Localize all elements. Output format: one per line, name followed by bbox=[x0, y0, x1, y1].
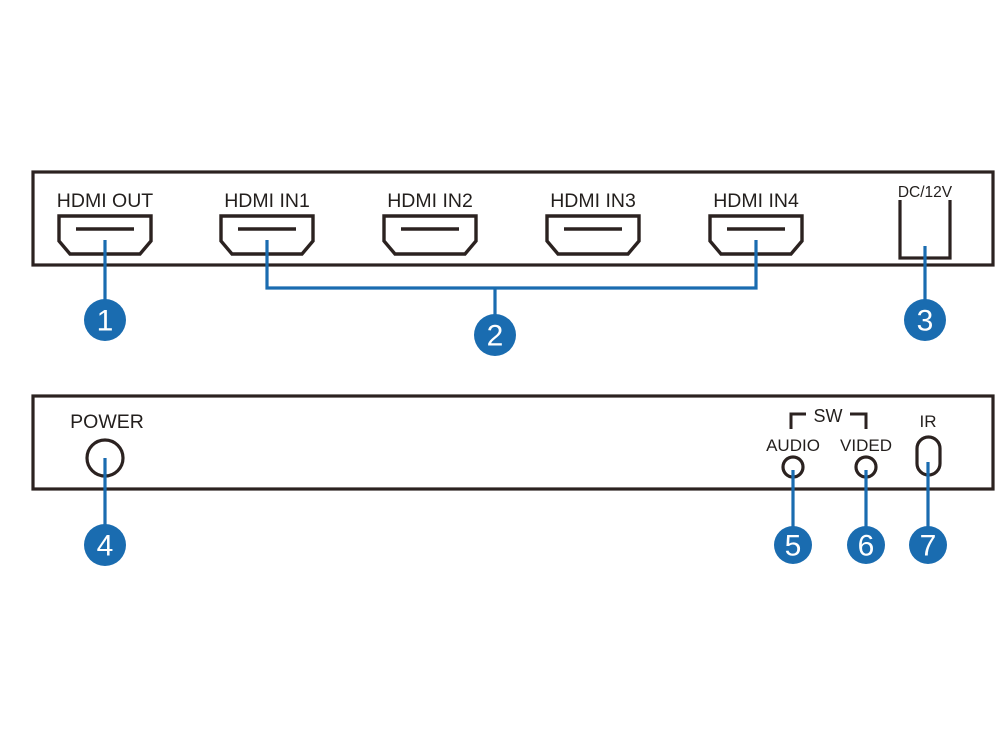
port-hdmi-in2-label: HDMI IN2 bbox=[387, 190, 473, 212]
switch-group: SW bbox=[789, 406, 868, 429]
callout-badge-3[interactable]: 3 bbox=[904, 299, 946, 341]
port-hdmi-in3[interactable]: HDMI IN3 bbox=[545, 190, 641, 256]
switch-group-label: SW bbox=[814, 406, 843, 426]
callout-badge-1[interactable]: 1 bbox=[84, 299, 126, 341]
callout-circle-6 bbox=[847, 526, 885, 564]
callout-number-3: 3 bbox=[917, 305, 934, 338]
callout-number-1: 1 bbox=[97, 305, 114, 338]
callout-circle-1 bbox=[84, 299, 126, 341]
port-hdmi-in1[interactable]: HDMI IN1 bbox=[219, 190, 315, 256]
callout-badge-6[interactable]: 6 bbox=[847, 526, 885, 564]
port-hdmi-in2[interactable]: HDMI IN2 bbox=[382, 190, 478, 256]
callout-badge-2[interactable]: 2 bbox=[474, 314, 516, 356]
callout-number-4: 4 bbox=[97, 530, 114, 563]
callout-circle-2 bbox=[474, 314, 516, 356]
callout-number-5: 5 bbox=[785, 530, 802, 563]
port-hdmi-in4[interactable]: HDMI IN4 bbox=[708, 190, 804, 256]
callout-circle-3 bbox=[904, 299, 946, 341]
rear-panel: HDMI OUT HDMI IN1 HDMI IN2 HDMI IN3 bbox=[31, 170, 995, 267]
rear-callout-badges: 1 2 3 bbox=[84, 299, 946, 356]
hdmi-port-icon bbox=[708, 214, 804, 256]
hdmi-port-icon bbox=[57, 214, 153, 256]
port-hdmi-in1-label: HDMI IN1 bbox=[224, 190, 310, 212]
power-button-label: POWER bbox=[70, 411, 144, 433]
ir-receiver-label: IR bbox=[920, 412, 937, 431]
dc-power-jack[interactable]: DC/12V bbox=[891, 183, 959, 260]
hdmi-port-icon bbox=[219, 214, 315, 256]
hdmi-port-icon bbox=[382, 214, 478, 256]
port-hdmi-in4-label: HDMI IN4 bbox=[713, 190, 799, 212]
callout-number-2: 2 bbox=[487, 320, 504, 353]
indicator-vided-label: VIDED bbox=[840, 436, 892, 455]
callout-badge-7[interactable]: 7 bbox=[909, 526, 947, 564]
port-hdmi-in3-label: HDMI IN3 bbox=[550, 190, 636, 212]
dc-power-jack-label: DC/12V bbox=[898, 184, 953, 201]
rear-callout-leaders bbox=[103, 240, 927, 317]
front-panel: POWER SW AUDIO VIDED IR bbox=[31, 394, 995, 491]
indicator-vided[interactable]: VIDED bbox=[840, 436, 892, 479]
indicator-audio-label: AUDIO bbox=[766, 436, 820, 455]
callout-number-6: 6 bbox=[858, 530, 875, 563]
dc-label-backdrop bbox=[891, 183, 959, 200]
callout-number-7: 7 bbox=[920, 530, 937, 563]
callout-circle-7 bbox=[909, 526, 947, 564]
hdmi-port-icon bbox=[545, 214, 641, 256]
callout-circle-4 bbox=[84, 524, 126, 566]
callout-badge-4[interactable]: 4 bbox=[84, 524, 126, 566]
port-hdmi-out-label: HDMI OUT bbox=[57, 190, 153, 212]
callout-badge-5[interactable]: 5 bbox=[774, 526, 812, 564]
front-callout-badges: 4 5 6 7 bbox=[84, 524, 947, 566]
switch-group-bracket bbox=[789, 412, 868, 429]
port-hdmi-out[interactable]: HDMI OUT bbox=[57, 190, 153, 256]
callout-circle-5 bbox=[774, 526, 812, 564]
leader-bracket-2 bbox=[265, 240, 758, 290]
rear-panel-body bbox=[31, 170, 995, 267]
front-callout-leaders bbox=[103, 458, 930, 527]
front-panel-body bbox=[31, 394, 995, 491]
